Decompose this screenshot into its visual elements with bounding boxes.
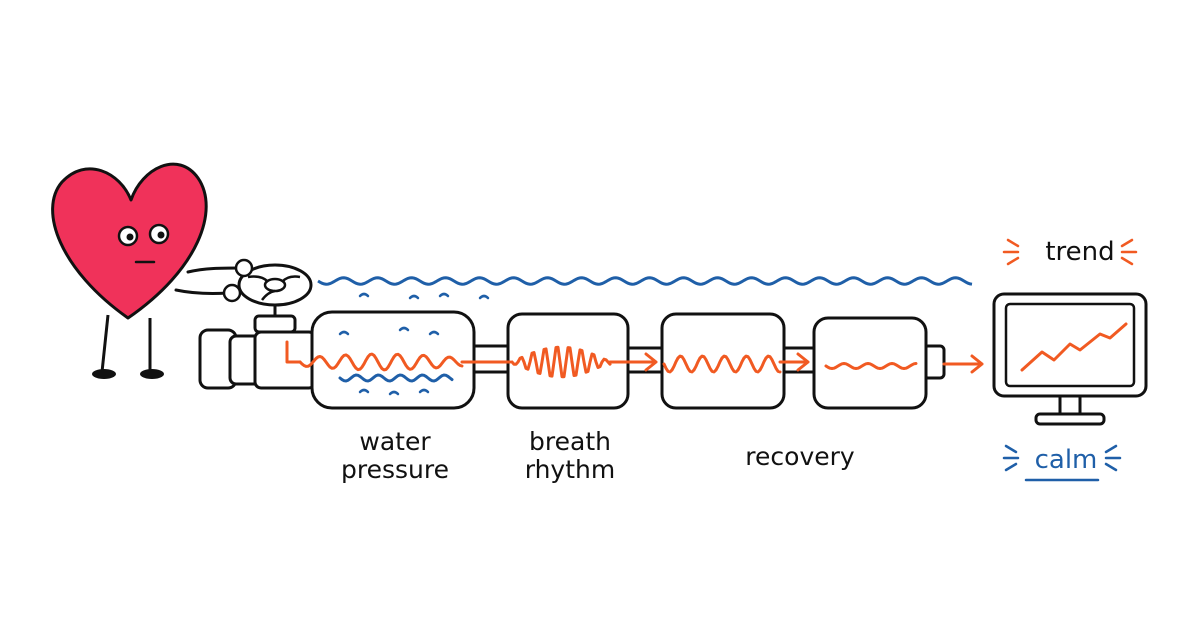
- heart-right-foot: [140, 369, 164, 379]
- label-trend: trend: [1045, 237, 1115, 267]
- water-ripples: [338, 292, 490, 396]
- ripple: [408, 294, 420, 300]
- calm-marks-right: [1104, 444, 1122, 472]
- label-water: water: [359, 427, 431, 456]
- calm-marks-left: [1002, 444, 1020, 472]
- calm-emphasis-marks: [1002, 444, 1122, 482]
- signal-arrow-2: [778, 352, 810, 372]
- label-calm: calm: [1034, 445, 1098, 475]
- signal-wave-breath: [510, 345, 612, 379]
- label-recovery: recovery: [745, 442, 855, 471]
- ripple: [428, 330, 440, 336]
- valve-collar: [253, 314, 297, 334]
- pipe-system: [198, 310, 946, 410]
- signal-wave-recovery-2: [824, 362, 918, 370]
- heart-left-leg: [100, 314, 110, 373]
- trend-emphasis-marks: [1002, 238, 1138, 266]
- pipe-segment-2: [623, 346, 669, 374]
- monitor-base: [1034, 412, 1106, 426]
- pipe-segment-1: [468, 344, 514, 374]
- signal-arrow-3: [942, 354, 984, 374]
- valve-wheel: [222, 258, 313, 320]
- label-pressure: pressure: [341, 455, 449, 484]
- valve-spokes: [247, 275, 301, 301]
- label-rhythm: rhythm: [524, 455, 616, 484]
- heart-lower-hand: [222, 283, 242, 303]
- heart-left-pupil: [126, 233, 134, 241]
- monitor-trend-line: [1020, 322, 1128, 372]
- label-breath: breath: [529, 427, 611, 456]
- ripple: [358, 388, 370, 394]
- heart-character: [51, 162, 242, 379]
- water-surface-line: [317, 276, 973, 286]
- signal-wave-recovery-1: [662, 354, 782, 374]
- signal-arrow-1: [608, 352, 658, 372]
- trend-marks-right: [1120, 238, 1138, 266]
- heart-lower-arm: [174, 288, 230, 296]
- signal-flow: [285, 340, 984, 379]
- ripple: [398, 326, 410, 332]
- trend-marks-left: [1002, 238, 1020, 266]
- signal-wave-water: [298, 352, 464, 372]
- heart-upper-arm: [186, 266, 242, 274]
- signal-entry: [285, 340, 302, 364]
- valve-body: [253, 330, 317, 390]
- tank-water-wave: [338, 373, 454, 383]
- monitor: [992, 292, 1148, 426]
- ripple: [418, 388, 430, 394]
- ripple: [478, 294, 490, 300]
- heart-right-pupil: [157, 231, 165, 239]
- heart-upper-hand: [234, 258, 254, 278]
- heart-left-foot: [92, 369, 116, 379]
- ripple: [358, 292, 370, 298]
- ripple: [388, 390, 400, 396]
- ripple: [338, 330, 350, 336]
- ripple: [438, 292, 450, 298]
